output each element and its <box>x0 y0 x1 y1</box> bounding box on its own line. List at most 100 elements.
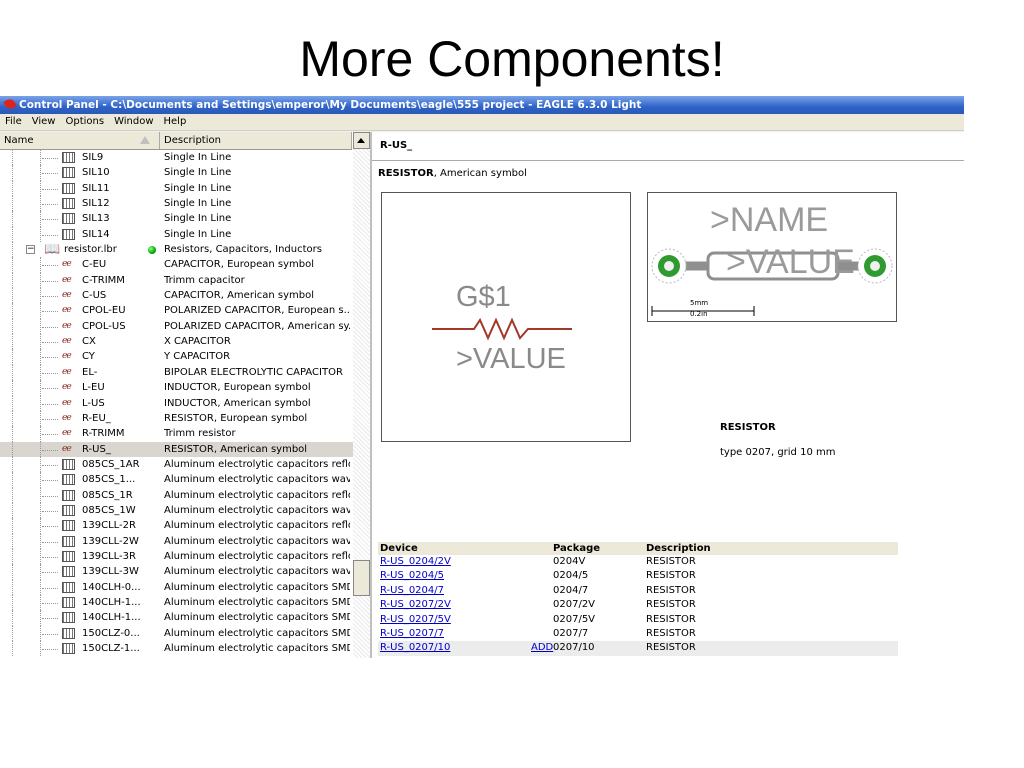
device-link[interactable]: R-US_0204/7 <box>380 584 444 596</box>
device-description: RESISTOR <box>646 627 696 639</box>
tree-row[interactable]: 140CLH-1...Aluminum electrolytic capacit… <box>0 594 353 611</box>
device-package: 0207/10 <box>553 642 595 654</box>
tree-row[interactable]: 150CLZ-0...Aluminum electrolytic capacit… <box>0 625 353 641</box>
tree-row[interactable]: 140CLH-1...Aluminum electrolytic capacit… <box>0 610 353 626</box>
tree-scrollbar[interactable] <box>353 132 370 658</box>
package-icon <box>62 581 75 593</box>
tree-row[interactable]: 140CLH-0... Aluminum electrolytic capacit… <box>0 579 353 595</box>
package-column-header[interactable]: Package <box>553 543 601 554</box>
tree-item-description: BIPOLAR ELECTROLYTIC CAPACITOR <box>164 366 343 378</box>
symbol-icon: ℯℯ <box>62 366 72 377</box>
symbol-icon: ℯℯ <box>62 382 72 393</box>
window-titlebar[interactable]: Control Panel - C:\Documents and Setting… <box>0 96 964 114</box>
tree-row[interactable]: 150CLZ-1...Aluminum electrolytic capacit… <box>0 641 353 657</box>
tree-connector <box>12 257 14 273</box>
tree-item-name: C-US <box>82 290 107 302</box>
tree-item-description: Single In Line <box>164 228 232 240</box>
device-description: RESISTOR <box>646 570 696 582</box>
menu-view[interactable]: View <box>31 116 56 127</box>
add-device-link[interactable]: ADD <box>531 642 554 654</box>
tree-connector <box>42 372 58 374</box>
tree-item-name: R-TRIMM <box>82 428 125 440</box>
tree-connector <box>42 342 58 344</box>
column-header-name-label: Name <box>4 135 34 146</box>
device-link[interactable]: R-US_0207/2V <box>380 599 451 611</box>
column-header-name[interactable]: Name <box>0 132 160 149</box>
detail-pane: R-US_ RESISTOR, American symbol G$1 >VAL… <box>372 132 964 658</box>
tree-item-description: Resistors, Capacitors, Inductors <box>164 244 322 256</box>
menu-window[interactable]: Window <box>114 116 154 127</box>
column-header-description[interactable]: Description <box>160 132 352 149</box>
device-row[interactable]: R-US_0207/120207/12RESISTOR <box>378 656 898 658</box>
device-link[interactable]: R-US_0204/2V <box>380 556 451 567</box>
device-link[interactable]: R-US_0207/5V <box>380 613 451 625</box>
tree-item-name: 140CLH-1... <box>82 596 141 608</box>
tree-connector <box>12 211 14 227</box>
description-column-header[interactable]: Description <box>646 543 711 554</box>
device-column-header[interactable]: Device <box>380 543 418 554</box>
tree-item-name: 140CLH-0... <box>82 581 141 593</box>
tree-connector <box>42 357 58 359</box>
tree-row[interactable]: 085CS_1...Aluminum electrolytic capacito… <box>0 472 353 488</box>
device-description: RESISTOR <box>646 556 696 567</box>
tree-item-name: SIL9 <box>82 152 104 163</box>
tree-connector <box>42 449 58 451</box>
tree-item-name: 085CS_1... <box>82 474 136 486</box>
device-link[interactable]: R-US_0204/5 <box>380 570 444 582</box>
package-icon <box>62 612 75 624</box>
menu-file[interactable]: File <box>5 116 22 127</box>
tree-connector <box>12 610 14 626</box>
menu-help[interactable]: Help <box>163 116 187 127</box>
tree-connector <box>12 564 14 580</box>
scroll-thumb[interactable] <box>353 560 370 596</box>
tree-item-description: Aluminum electrolytic capacitors SMD (..… <box>164 581 350 593</box>
scale-in-label: 0.2in <box>690 310 708 318</box>
tree-item-name: R-EU_ <box>82 412 111 424</box>
device-link[interactable]: R-US_0207/7 <box>380 627 444 639</box>
tree-item-name: 150CLZ-0... <box>82 627 140 639</box>
collapse-icon[interactable]: − <box>26 244 35 255</box>
device-link[interactable]: R-US_0207/12 <box>380 656 450 658</box>
tree-connector <box>42 633 58 635</box>
scroll-up-button[interactable] <box>353 132 370 149</box>
tree-item-name: L-EU <box>82 382 105 394</box>
tree-item-name: L-US <box>82 397 105 409</box>
device-link[interactable]: R-US_0207/10 <box>380 642 451 654</box>
menu-options[interactable]: Options <box>65 116 105 127</box>
tree-connector <box>12 226 14 243</box>
